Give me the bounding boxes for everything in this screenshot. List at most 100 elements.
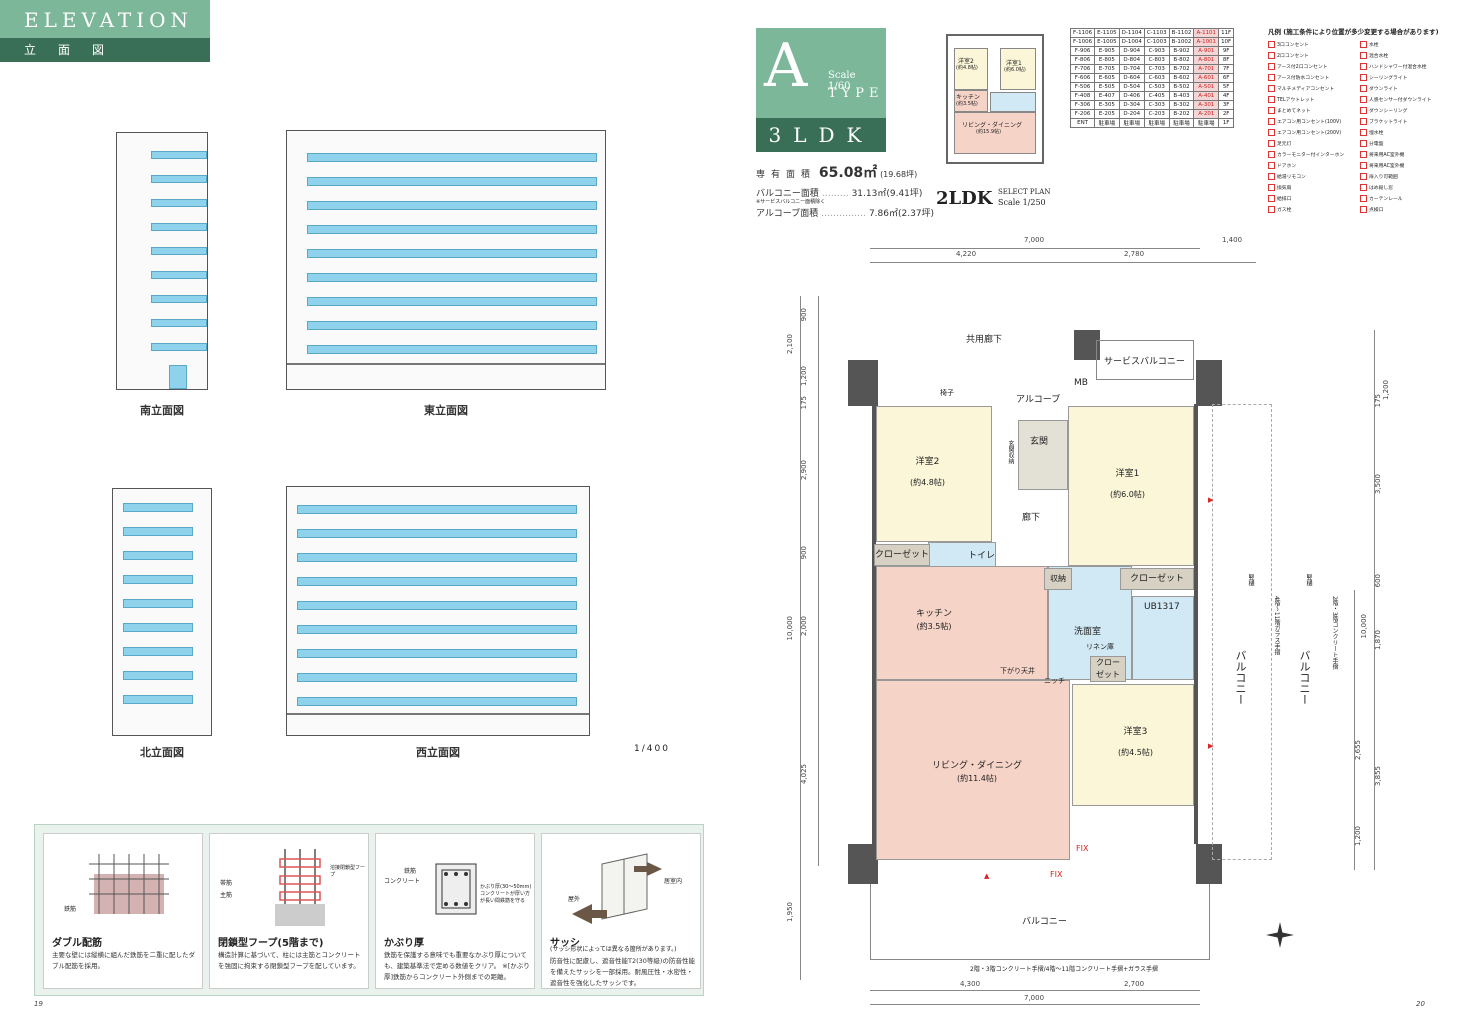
legend-item: 2口コンセント (1268, 51, 1356, 59)
floor-table-cell: 駐車場 (1118, 118, 1145, 128)
label-bottom-rail: 2階・3階コンクリート手摺/4階〜11階コンクリート手摺+ガラス手摺 (970, 966, 1159, 973)
feature-title: ダブル配筋 (52, 938, 102, 949)
dim-left-7: 2,000 (800, 616, 808, 637)
legend-symbol-icon (1268, 183, 1275, 191)
callout-cover: かぶり厚(30〜50mm)コンクリートが厚い方が長い間鉄筋を守る (480, 884, 532, 904)
elevation-header: ELEVATION 立面図 (0, 0, 210, 62)
floor-table-cell: ENT (1069, 118, 1096, 128)
dim-right-4: 600 (1374, 574, 1382, 588)
floor-table-cell: 2F (1218, 109, 1235, 119)
layout-label: 3LDK (756, 118, 886, 152)
floor-table-cell: C-603 (1143, 73, 1170, 83)
label-room1: 洋室1 (約6.0帖) (1110, 469, 1145, 499)
floor-table-cell: D-504 (1118, 82, 1145, 92)
legend-symbol-icon (1360, 95, 1367, 103)
floor-table-cell: A-501 (1193, 82, 1220, 92)
dim-right-5: 1,870 (1374, 630, 1382, 651)
floor-table-cell: 7F (1218, 64, 1235, 74)
legend-item: 将来用AC室外機 (1360, 161, 1448, 169)
label-living: リビング・ダイニング (約11.4帖) (932, 761, 1023, 783)
legend-item: 3口コンセント (1268, 40, 1356, 48)
legend-label: まとめてネット (1277, 108, 1311, 114)
legend-symbol-icon (1360, 51, 1367, 59)
floor-table-cell: E-605 (1094, 73, 1120, 83)
floor-table-cell: A-901 (1193, 46, 1220, 56)
legend-symbol-icon (1268, 95, 1275, 103)
type-letter: A (764, 31, 808, 101)
floor-table-cell: B-702 (1168, 64, 1195, 74)
floor-table-cell: F-408 (1069, 91, 1096, 101)
legend-symbol-icon (1360, 161, 1367, 169)
feature-cover-thickness: 鉄筋 コンクリート かぶり厚(30〜50mm)コンクリートが厚い方が長い間鉄筋を… (375, 833, 535, 989)
floor-table-cell: F-306 (1069, 100, 1096, 110)
floor-table-cell: C-703 (1143, 64, 1170, 74)
floor-table-cell: C-203 (1143, 109, 1170, 119)
label-hallway: 廊下 (1022, 513, 1041, 523)
floor-table-cell: D-406 (1118, 91, 1145, 101)
callout-indoor: 居室内 (664, 878, 683, 885)
elevation-scale: 1/400 (634, 744, 670, 754)
window-mark: ▶ (1208, 496, 1214, 504)
floor-table-cell: F-806 (1069, 55, 1096, 65)
select-plan-sub2: Scale 1/250 (998, 198, 1046, 207)
legend-label: ドアホン (1277, 163, 1297, 169)
label-gutter-1: 竪樋 (1247, 574, 1254, 586)
dim-top-a: 4,220 (956, 250, 977, 258)
select-plan-sub1: SELECT PLAN (998, 188, 1051, 196)
floor-table-cell: D-904 (1118, 46, 1145, 56)
legend-symbol-icon (1268, 194, 1275, 202)
floor-table-cell: F-1006 (1069, 37, 1096, 47)
legend-label: TELアウトレット (1277, 97, 1315, 103)
legend-symbol-icon (1360, 40, 1367, 48)
legend-label: カラーモニター付インターホン (1277, 152, 1345, 158)
floor-table-cell: 1F (1218, 118, 1235, 128)
legend-label: マルチメディアコンセント (1277, 86, 1335, 92)
legend-item: ガス栓 (1268, 205, 1356, 213)
callout-hoop: 帯筋 (220, 880, 233, 887)
legend-symbol-icon (1268, 161, 1275, 169)
floor-table-cell: E-407 (1094, 91, 1120, 101)
floor-table-cell: 4F (1218, 91, 1235, 101)
legend-label: 将来用AC室外機 (1369, 163, 1405, 169)
floor-table-cell: A-1101 (1193, 28, 1220, 38)
legend-label: 2口コンセント (1277, 53, 1309, 59)
area-block: 専有面積 65.08㎡ (19.68坪) (756, 162, 936, 182)
legend-item: 給排口 (1268, 194, 1356, 202)
floor-table-cell: F-1106 (1069, 28, 1096, 38)
dim-right-3: 3,500 (1374, 474, 1382, 495)
north-elevation-drawing (112, 488, 212, 736)
legend-item: アース付防水コンセント (1268, 73, 1356, 81)
floor-table-cell: C-1103 (1143, 28, 1170, 38)
room-bath (1132, 596, 1194, 680)
floor-table-cell: E-1105 (1094, 28, 1120, 38)
legend-label: アース付2口コンセント (1277, 64, 1328, 70)
legend-item: 給湯リモコン (1268, 172, 1356, 180)
legend-symbol-icon (1360, 183, 1367, 191)
legend-label: ダウンライト (1369, 86, 1398, 92)
closet-3: クロー ゼット (1090, 656, 1126, 682)
floor-table-cell: C-405 (1143, 91, 1170, 101)
feature-subtitle: (サッシ形状によっては異なる箇所があります。) (550, 946, 677, 953)
legend-symbol-icon (1360, 84, 1367, 92)
floor-table-cell: 8F (1218, 55, 1235, 65)
floor-table-cell: E-505 (1094, 82, 1120, 92)
floor-table-cell: B-202 (1168, 109, 1195, 119)
legend-item: アース付2口コンセント (1268, 62, 1356, 70)
closet-1: クローゼット (874, 544, 930, 566)
legend-symbol-icon (1360, 62, 1367, 70)
south-elevation-label: 南立面図 (140, 404, 184, 417)
dim-left-1: 900 (800, 308, 808, 322)
page-number-right: 20 (1416, 1000, 1425, 1008)
feature-text: 鉄筋を保護する意味でも重要なかぶり厚についても、建築基準法で定める数値をクリア。… (384, 951, 530, 981)
label-service-balcony: サービスバルコニー (1104, 357, 1185, 367)
legend-item: ハンドシャワー付混合水栓 (1360, 62, 1448, 70)
floor-table-cell: B-1102 (1168, 28, 1195, 38)
room-kitchen (876, 566, 1048, 680)
legend-symbol-icon (1360, 106, 1367, 114)
west-elevation-drawing (286, 486, 590, 736)
